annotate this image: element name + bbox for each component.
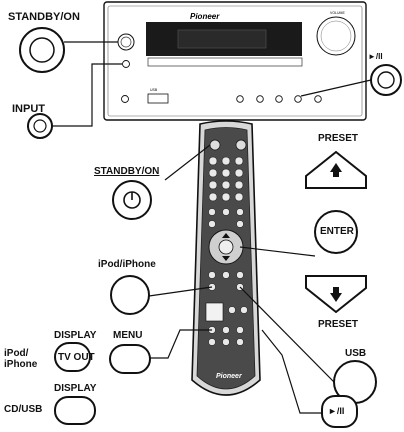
label-usb: USB: [345, 348, 367, 359]
label-preset-top: PRESET: [318, 133, 359, 144]
play-pause-remote-callout: [321, 395, 358, 428]
label-preset-bottom: PRESET: [318, 319, 359, 330]
enter-callout: [314, 210, 358, 254]
unit-small-buttons: [236, 95, 322, 103]
label-standby-on-remote: STANDBY/ON: [94, 166, 160, 177]
unit-brand-logo: Pioneer: [190, 12, 220, 21]
unit-input-button[interactable]: [122, 60, 130, 68]
usb-port-label: USB: [150, 88, 158, 92]
phones-jack: [121, 95, 129, 103]
remote-brand-logo: Pioneer: [216, 373, 243, 380]
volume-knob[interactable]: [316, 16, 356, 56]
label-ipod-iphone: iPod/iPhone: [98, 259, 156, 270]
menu-callout: [109, 344, 151, 374]
remote-number-keys: [208, 156, 244, 202]
disc-slot: [147, 57, 303, 67]
label-display-1: DISPLAY: [54, 330, 97, 341]
label-cd-usb: CD/USB: [4, 404, 43, 415]
play-pause-callout: [370, 64, 402, 96]
label-menu: MENU: [113, 330, 143, 341]
label-input: INPUT: [12, 103, 45, 115]
ipod-button-callout: [110, 275, 150, 315]
label-play-pause-bottom: ►/II: [328, 406, 345, 416]
label-standby-on-top: STANDBY/ON: [8, 11, 80, 23]
label-play-pause-top: ►/II: [368, 52, 383, 61]
label-display-2: DISPLAY: [54, 383, 97, 394]
label-enter: ENTER: [320, 226, 354, 237]
remote-control: Pioneer: [191, 120, 261, 396]
usb-port: [147, 93, 169, 104]
main-unit: Pioneer VOLUME USB: [103, 1, 367, 121]
volume-label: VOLUME: [330, 11, 345, 15]
label-tv-out: TV OUT: [58, 352, 95, 363]
standby-button-callout: [19, 27, 65, 73]
tv-out-callout: [54, 342, 91, 372]
input-button-callout: [27, 113, 53, 139]
label-ipod-iphone-side: iPod/ iPhone: [4, 348, 38, 370]
display-cd-usb-callout: [54, 396, 96, 425]
unit-standby-button[interactable]: [117, 33, 135, 51]
